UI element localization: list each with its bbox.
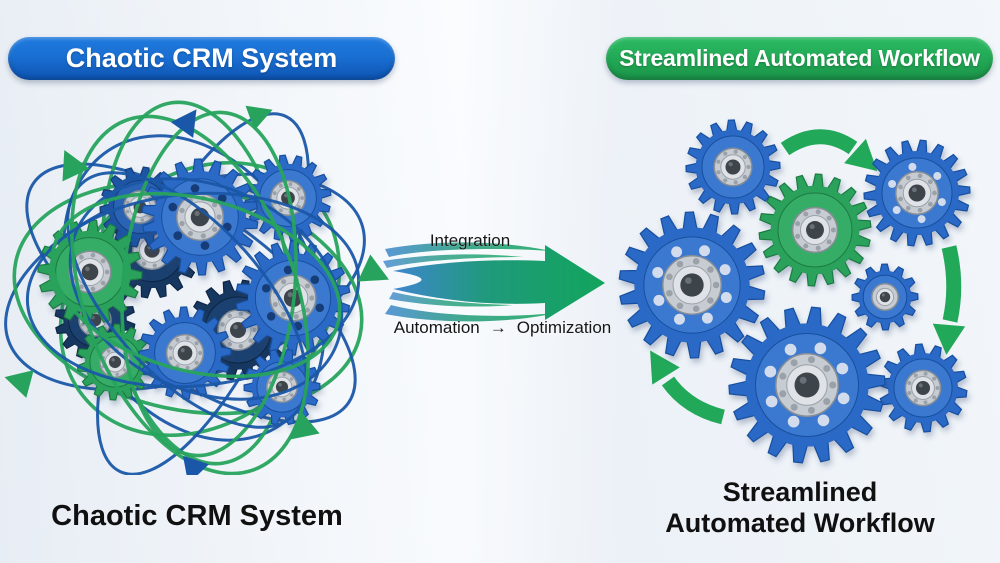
chaos-loop [70,114,310,475]
chaos-loop [50,191,342,379]
swoosh-streak [389,292,513,307]
right-caption: Streamlined Automated Workflow [620,477,980,539]
right-caption-line2: Automated Workflow [665,508,935,538]
swoosh-streak [383,254,523,268]
flow-arrow [941,245,962,323]
left-caption: Chaotic CRM System [51,500,343,532]
left-banner: Chaotic CRM System [8,37,395,80]
flow-arrow [661,376,725,425]
arrowhead-icon [357,254,390,282]
right-banner-label: Streamlined Automated Workflow [619,45,980,71]
gear-icon [685,119,781,215]
arrowhead-icon [183,455,209,475]
arrowhead-icon [288,410,320,440]
arrowhead-icon [245,105,273,131]
arrowhead-icon [4,370,34,398]
arrowhead-icon [170,109,197,138]
automation-optimization-label: Automation → Optimization [380,318,625,338]
arrowhead-icon [62,149,90,182]
transformation-arrow-icon [383,242,605,322]
chaotic-gears-illustration [4,100,390,475]
gear-icon [863,139,971,247]
chaos-loop [120,110,298,458]
streamlined-gears-illustration [618,119,971,464]
optimization-label: Optimization [516,318,612,337]
swoosh-streak [385,305,555,322]
right-arrow-glyph: → [489,318,507,337]
arrowhead-icon [844,138,878,172]
right-caption-line1: Streamlined [722,477,878,507]
swoosh-arrow-body [393,245,605,320]
automation-label: Automation [393,318,480,337]
gear-icon [851,263,919,331]
gear-icon [878,343,968,433]
arrowhead-icon [932,323,966,355]
flow-arrow [780,129,858,156]
gear-icon [728,306,886,464]
swoosh-streak [385,242,551,257]
gear-icon [618,211,766,359]
arrowhead-icon [650,350,680,385]
integration-label: Integration [429,231,511,250]
gear-icon [758,173,872,287]
left-banner-label: Chaotic CRM System [65,43,338,73]
right-banner: Streamlined Automated Workflow [606,37,993,80]
